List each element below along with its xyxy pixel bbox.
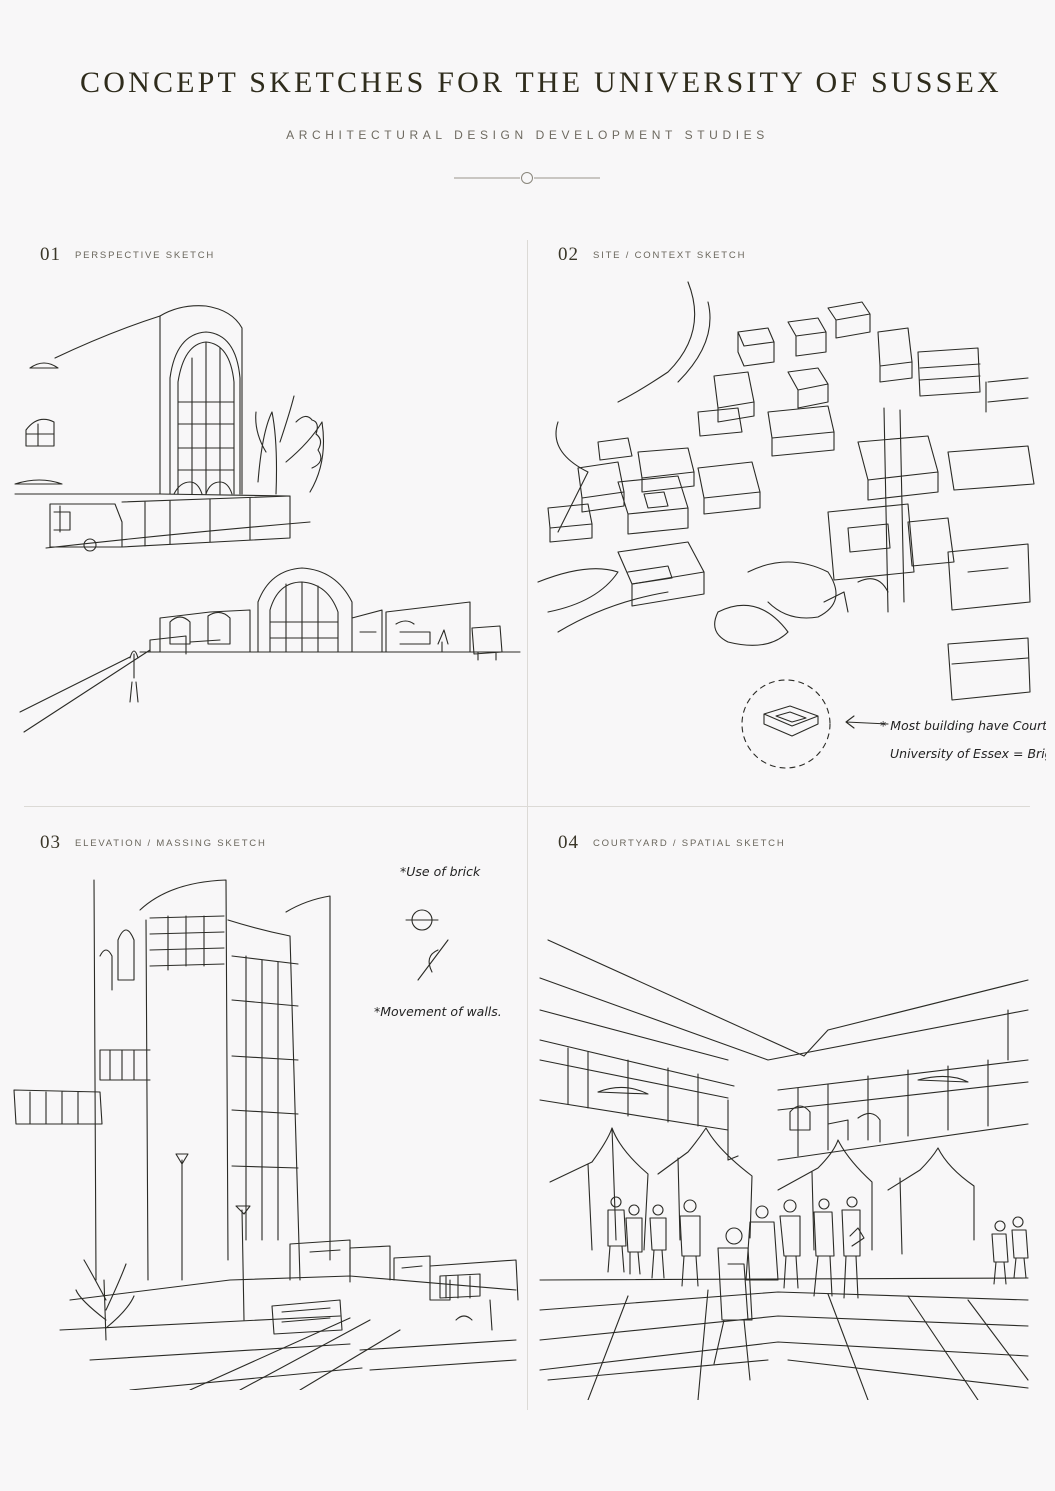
site-context-sketch: * Most building have Courtyard Universit… (528, 272, 1046, 792)
panel-elevation-massing: 03 ELEVATION / MASSING SKETCH *Use of bri… (10, 832, 528, 1392)
panel-divider-vertical (527, 240, 528, 1410)
panel-number: 01 (40, 244, 61, 265)
panel-divider-horizontal (24, 806, 1030, 807)
walls-note: *Movement of walls. (374, 1004, 502, 1019)
panel-number: 02 (558, 244, 579, 265)
panel-number: 03 (40, 832, 61, 853)
panel-label: 01 PERSPECTIVE SKETCH (40, 244, 215, 274)
panel-site-context: 02 SITE / CONTEXT SKETCH (528, 244, 1046, 804)
panel-number: 04 (558, 832, 579, 853)
panel-label: 02 SITE / CONTEXT SKETCH (558, 244, 746, 274)
perspective-sketch (10, 272, 528, 742)
panel-label: 03 ELEVATION / MASSING SKETCH (40, 832, 267, 862)
panel-caption: SITE / CONTEXT SKETCH (593, 249, 747, 261)
elevation-massing-sketch: *Use of brick *Movement of walls. (10, 864, 528, 1390)
panel-courtyard-spatial: 04 COURTYARD / SPATIAL SKETCH (528, 832, 1046, 1392)
panel-label: 04 COURTYARD / SPATIAL SKETCH (558, 832, 786, 862)
courtyard-note: * Most building have Courtyard (880, 718, 1046, 733)
brick-note: *Use of brick (400, 864, 481, 879)
page-title: CONCEPT SKETCHES FOR THE UNIVERSITY OF S… (80, 66, 1002, 99)
panel-caption: COURTYARD / SPATIAL SKETCH (593, 837, 786, 849)
title-ornament (454, 172, 600, 184)
panel-caption: ELEVATION / MASSING SKETCH (75, 837, 267, 849)
panel-perspective: 01 PERSPECTIVE SKETCH (10, 244, 528, 804)
courtyard-spatial-sketch (528, 860, 1046, 1400)
panel-caption: PERSPECTIVE SKETCH (75, 249, 216, 261)
location-note: University of Essex = Brighton (890, 746, 1046, 761)
page-subtitle: ARCHITECTURAL DESIGN DEVELOPMENT STUDIES (286, 128, 769, 142)
